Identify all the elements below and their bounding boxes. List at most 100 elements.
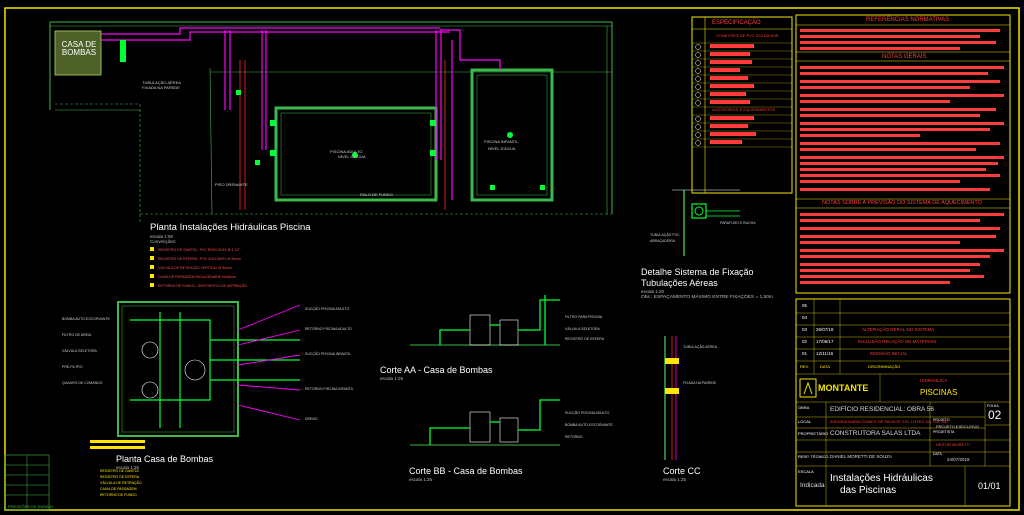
section-aa-scale: escala 1:25 — [380, 376, 404, 381]
svg-text:RETORNO: RETORNO — [565, 435, 583, 439]
drawing-title-line2: das Piscinas — [840, 485, 897, 496]
svg-text:VÁLVULA DE RETENÇÃO VERTICAL Ø: VÁLVULA DE RETENÇÃO VERTICAL Ø 50mm — [158, 265, 232, 270]
date-label: DATA — [933, 452, 942, 456]
svg-text:VÁLVULA SELETORA: VÁLVULA SELETORA — [565, 327, 601, 331]
svg-text:SUCÇÃO PISCINA INFANTIL: SUCÇÃO PISCINA INFANTIL — [305, 351, 351, 356]
svg-text:TUBULAÇÃO AÉREA: TUBULAÇÃO AÉREA — [142, 80, 181, 85]
notes-general-header: NOTAS GERAIS — [882, 54, 927, 60]
scale-label: ESCALA — [798, 469, 814, 474]
svg-text:REGISTRO DE ESFERA: REGISTRO DE ESFERA — [565, 337, 605, 341]
spec-header: ESPECIFICAÇÃO — [712, 20, 761, 26]
svg-text:TUBULAÇÃO AÉREA: TUBULAÇÃO AÉREA — [683, 344, 718, 349]
rev-date: 17/06/17 — [816, 339, 834, 344]
resp-label: RESP. TÉCNICO — [798, 454, 829, 459]
sheet-number: 02 — [988, 408, 1002, 422]
svg-text:RALO DE FUNDO: RALO DE FUNDO — [360, 192, 393, 197]
designer-label: PROJETISTA — [933, 430, 955, 434]
svg-text:DRENO: DRENO — [305, 417, 318, 421]
notes-heating-header: NOTAS SOBRE A PREVISÃO DO SISTEMA DE AQU… — [822, 200, 982, 206]
svg-text:RETORNO DE FUNDO - DISPOSITIVO: RETORNO DE FUNDO - DISPOSITIVO DE ASPIRA… — [158, 283, 247, 288]
svg-text:REGISTRO DE GAVETA - PVC ROSCÁ: REGISTRO DE GAVETA - PVC ROSCÁVEL Ø 1 1/… — [158, 248, 241, 252]
rev-num: 01 — [802, 351, 808, 356]
subject-main: PISCINAS — [920, 388, 958, 397]
rev-header-desc: DISCRIMINAÇÃO — [868, 364, 901, 369]
spec-subheader: CONEXÕES DE PVC SOLDÁVEIS — [716, 33, 779, 38]
adult-pool-label: PISCINA ADULTO — [330, 149, 363, 154]
subject-label: HIDRÁULICA — [920, 378, 948, 383]
svg-text:QUADRO DE COMANDO: QUADRO DE COMANDO — [62, 381, 103, 385]
pump-plan-scale: escala 1:25 — [116, 465, 140, 470]
spec-accessories-header: ACESSÓRIOS E EQUIPAMENTOS — [712, 107, 776, 112]
svg-text:TUBULAÇÃO PVC: TUBULAÇÃO PVC — [650, 232, 680, 237]
section-aa-title: Corte AA - Casa de Bombas — [380, 365, 493, 375]
rev-header-num: REV. — [800, 364, 809, 369]
pressure-note: PRESSÕES DE ENSAIO — [8, 504, 53, 509]
sheet-frame — [4, 7, 1020, 511]
main-plan-drawing: TUBULAÇÃO AÉREA FIXADA NA PAREDE NÍVEL D… — [49, 21, 613, 222]
rev-header-date: DATA — [820, 364, 831, 369]
svg-text:PARAFUSO E BUCHA: PARAFUSO E BUCHA — [720, 221, 756, 225]
detail-scale: escala 1:20 — [641, 289, 665, 294]
legend-item-4: CAIXA DE PASSAGEM — [100, 487, 137, 491]
owner-value: CONSTRUTORA SALAS LTDA — [830, 430, 921, 437]
section-bb-scale: escala 1:25 — [409, 477, 433, 482]
svg-text:PRÉ-FILTRO: PRÉ-FILTRO — [62, 364, 83, 369]
obra-label: OBRA — [798, 405, 810, 410]
svg-text:VÁLVULA SELETORA: VÁLVULA SELETORA — [62, 349, 98, 353]
drawing-title-line1: Instalações Hidráulicas — [830, 473, 933, 484]
designer-value: HEITOR MORETTI — [936, 442, 971, 447]
svg-text:FILTRO PARA PISCINA: FILTRO PARA PISCINA — [565, 315, 603, 319]
legend-item-3: VÁLVULA DE RETENÇÃO — [100, 481, 142, 485]
project-label: PROJETO — [933, 418, 950, 422]
svg-text:RETORNO PISCINA ADULTO: RETORNO PISCINA ADULTO — [305, 327, 352, 331]
svg-text:FILTRO DE AREIA: FILTRO DE AREIA — [62, 333, 92, 337]
legend-symbols: REGISTRO DE GAVETA - PVC ROSCÁVEL Ø 1 1/… — [150, 247, 247, 288]
svg-text:RETORNO PISCINA INFANTIL: RETORNO PISCINA INFANTIL — [305, 387, 354, 391]
svg-text:ABRAÇADEIRA: ABRAÇADEIRA — [650, 239, 676, 243]
rev-num: 05 — [802, 303, 808, 308]
svg-text:REGISTRO DE ESFERA - PVC SOLDÁ: REGISTRO DE ESFERA - PVC SOLDÁVEL Ø 50mm — [158, 257, 241, 261]
rev-desc: INCLUSÃO RELAÇÃO DE MATERIAIS — [858, 339, 937, 344]
sheet-label: FOLHA — [987, 404, 999, 408]
kids-pool-label: PISCINA INFANTIL — [484, 139, 519, 144]
detail-note: Obs.: ESPAÇAMENTO MÁXIMO ENTRE FIXAÇÕES … — [641, 295, 773, 300]
section-bb-drawing: SUCÇÃO PISCINA ADULTO BOMBA AUTO-ESCORVA… — [410, 399, 614, 446]
section-bb-title: Corte BB - Casa de Bombas — [409, 466, 523, 476]
date-value: 24/07/2018 — [947, 457, 970, 462]
pump-house-label: CASA DE BOMBAS — [61, 40, 97, 57]
svg-text:FIXADA NA PAREDE: FIXADA NA PAREDE — [683, 381, 717, 385]
rev-date: 26/07/18 — [816, 327, 834, 332]
detail-title-line2: Tubulações Aéreas — [641, 278, 718, 288]
pump-plan-title: Planta Casa de Bombas — [116, 454, 214, 464]
legend-item-1: REGISTRO DE GAVETA — [100, 469, 139, 473]
owner-label: PROPRIETÁRIO — [798, 431, 829, 436]
resp-value: DANIEL MORETTI DE SOUZA — [830, 454, 892, 459]
section-cc-title: Corte CC — [663, 466, 701, 476]
section-aa-drawing: FILTRO PARA PISCINA VÁLVULA SELETORA REG… — [410, 295, 605, 346]
svg-text:SUCÇÃO PISCINA ADULTO: SUCÇÃO PISCINA ADULTO — [305, 306, 350, 311]
pump-house-block — [54, 30, 102, 76]
fixing-detail-drawing: TUBULAÇÃO PVC ABRAÇADEIRA PARAFUSO E BUC… — [650, 189, 756, 256]
title-block-frame — [795, 298, 1011, 507]
local-label: LOCAL — [798, 419, 812, 424]
svg-text:NÍVEL D'ÁGUA: NÍVEL D'ÁGUA — [488, 146, 516, 151]
rev-desc: ALTERAÇÃO GERAL NO SISTEMA — [862, 327, 935, 332]
logo-mark — [799, 378, 817, 398]
rev-date: 12/11/16 — [816, 351, 834, 356]
rev-desc: EMISSÃO INICIAL — [870, 351, 908, 356]
section-cc-drawing: TUBULAÇÃO AÉREA FIXADA NA PAREDE — [664, 336, 718, 460]
legend-item-2: REGISTRO DE ESFERA — [100, 475, 140, 479]
company-logo-text: MONTANTE — [818, 383, 869, 393]
svg-text:PISO DRENANTE: PISO DRENANTE — [215, 182, 248, 187]
local-value: AVENIDA MARIA GOMES DE PAIVA Nº 215, LOT… — [830, 419, 948, 424]
rev-num: 04 — [802, 315, 808, 320]
detail-title-line1: Detalhe Sistema de Fixação — [641, 267, 754, 277]
svg-text:CAIXA DE PASSAGEM EM ALVENARIA: CAIXA DE PASSAGEM EM ALVENARIA 40x40cm — [158, 275, 236, 279]
notes-column — [795, 14, 1011, 294]
main-plan-scale: escala 1:50 — [150, 234, 174, 239]
svg-text:BOMBA AUTO-ESCORVANTE: BOMBA AUTO-ESCORVANTE — [565, 423, 614, 427]
pressure-table — [4, 454, 50, 511]
project-value: PROJETO EXECUTIVO — [936, 424, 980, 429]
legend-title: Convenções: — [150, 239, 177, 244]
